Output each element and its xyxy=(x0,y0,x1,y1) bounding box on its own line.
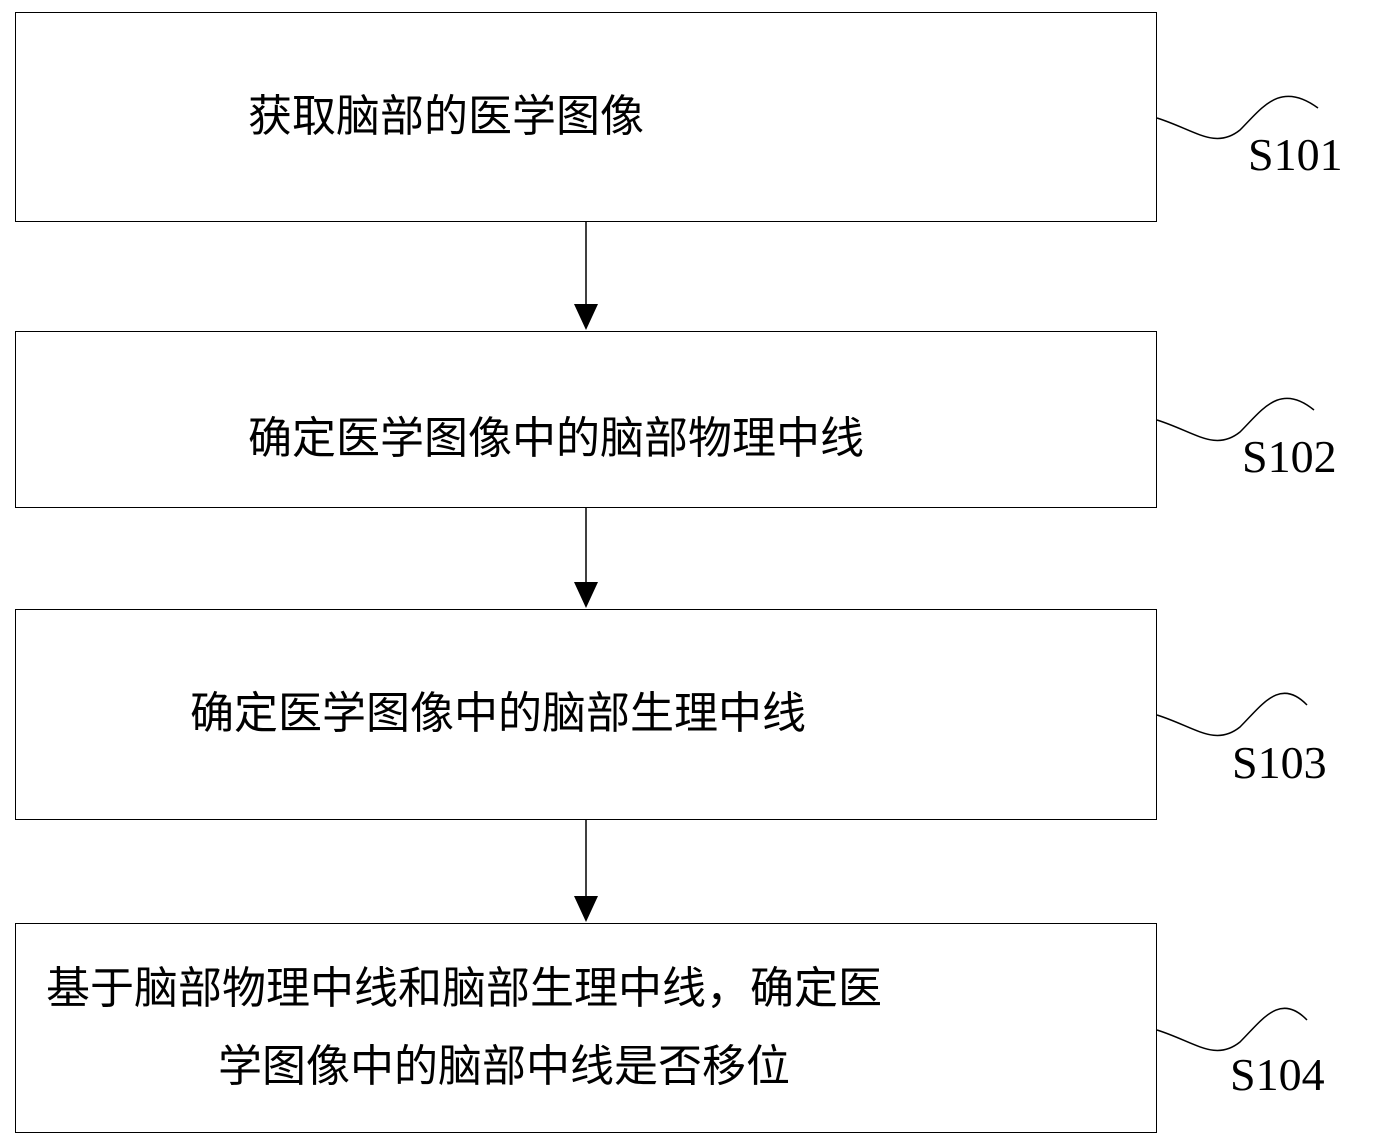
squiggle-connector-s102 xyxy=(1156,397,1315,442)
step-label-s101: S101 xyxy=(1248,129,1343,180)
squiggle-connector-s104 xyxy=(1156,1007,1308,1052)
squiggle-connector-s103 xyxy=(1156,692,1308,737)
step-text-s103: 确定医学图像中的脑部生理中线 xyxy=(190,688,806,739)
step-text-s101: 获取脑部的医学图像 xyxy=(248,91,644,142)
squiggle-connector-s101 xyxy=(1156,95,1319,140)
step-label-s104: S104 xyxy=(1230,1049,1325,1100)
step-label-s103: S103 xyxy=(1232,737,1327,788)
step-text-s104-line2: 学图像中的脑部中线是否移位 xyxy=(218,1041,790,1092)
step-box-s101 xyxy=(15,12,1157,222)
step-text-s104-line1: 基于脑部物理中线和脑部生理中线，确定医 xyxy=(46,963,882,1014)
flow-arrow-s101-s102 xyxy=(574,222,598,330)
step-box-s103 xyxy=(15,609,1157,820)
flow-arrow-s102-s103 xyxy=(574,508,598,608)
flow-arrow-s103-s104 xyxy=(574,820,598,922)
step-box-s104 xyxy=(15,923,1157,1133)
step-text-s102: 确定医学图像中的脑部物理中线 xyxy=(248,413,864,464)
step-label-s102: S102 xyxy=(1242,431,1337,482)
step-box-s102 xyxy=(15,331,1157,508)
